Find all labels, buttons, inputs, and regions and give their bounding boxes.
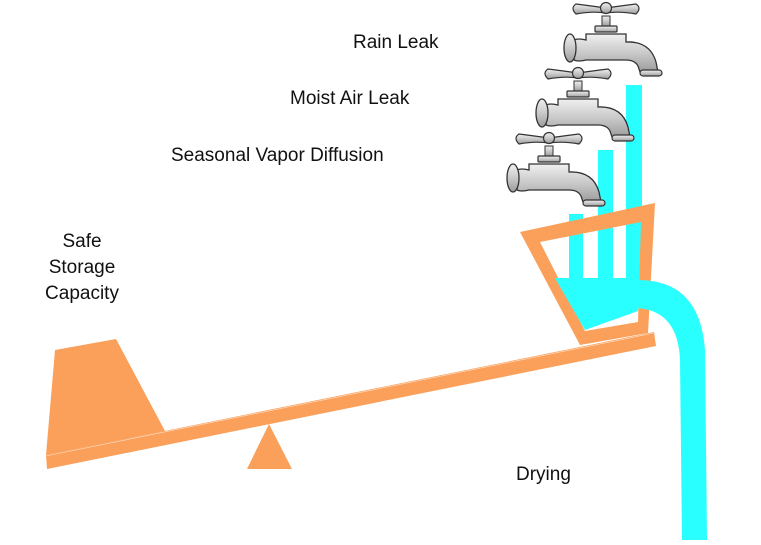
label-moist-air-leak: Moist Air Leak bbox=[290, 88, 410, 109]
label-rain-leak: Rain Leak bbox=[353, 32, 439, 53]
bucket-icon bbox=[520, 203, 655, 345]
water-stream-rain bbox=[626, 85, 642, 280]
label-safe-storage-line2: Storage bbox=[48, 256, 116, 278]
label-drying: Drying bbox=[516, 464, 571, 485]
drying-outflow bbox=[636, 280, 707, 540]
faucet-icon bbox=[563, 1, 663, 77]
seesaw-beam bbox=[46, 332, 656, 469]
fulcrum-icon bbox=[247, 424, 292, 469]
weight-icon bbox=[46, 339, 165, 455]
label-safe-storage-line1: Safe bbox=[62, 231, 102, 252]
faucet-icon bbox=[506, 131, 606, 207]
label-safe-storage-line3: Capacity bbox=[45, 282, 119, 304]
faucet-icon bbox=[535, 66, 635, 142]
label-seasonal-vapor-diffusion: Seasonal Vapor Diffusion bbox=[171, 145, 384, 166]
label-safe-storage-capacity: Safe Storage Capacity bbox=[36, 231, 128, 305]
bucket-water bbox=[555, 278, 640, 330]
